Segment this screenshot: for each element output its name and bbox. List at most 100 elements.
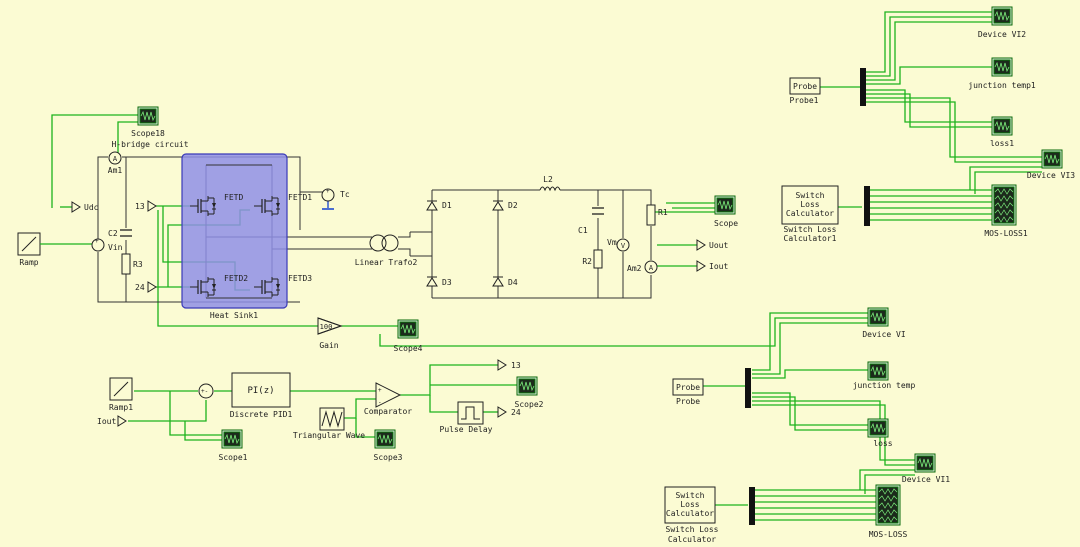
mosfet-fetd1[interactable]: FETD1: [253, 193, 312, 217]
scope-loss1[interactable]: loss1: [990, 116, 1014, 148]
scope-output[interactable]: Scope: [714, 195, 738, 228]
signal-wires: [51, 11, 1042, 521]
voltage-source-vin[interactable]: + Vin: [91, 238, 123, 252]
gain-block[interactable]: 100 Gain: [317, 317, 343, 350]
scope18-label: Scope18: [131, 129, 165, 138]
c1-label: C1: [578, 226, 588, 235]
scope-mos-loss[interactable]: MOS-LOSS: [869, 484, 908, 539]
linear-transformer[interactable]: Linear Trafo2: [355, 234, 418, 267]
probe1-block[interactable]: Probe Probe1: [789, 77, 821, 105]
iout-port[interactable]: Iout: [696, 260, 728, 272]
iout-input-port[interactable]: Iout: [97, 415, 127, 427]
scope1[interactable]: Scope1: [219, 429, 248, 462]
vin-label: Vin: [108, 243, 123, 252]
scope2-label: Scope2: [515, 400, 544, 409]
mosfet-fetd2[interactable]: FETD2: [189, 274, 248, 298]
comparator[interactable]: + - Comparator: [364, 382, 412, 416]
scope-junction-temp[interactable]: junction temp: [853, 361, 916, 390]
slc1-name1: Switch Loss: [784, 225, 837, 234]
scope-junction-temp1[interactable]: junction temp1: [968, 57, 1036, 90]
mosfet-fetd[interactable]: FETD: [189, 193, 243, 217]
diode-d4[interactable]: D4: [492, 276, 518, 287]
udc-label: Udc: [84, 203, 99, 212]
scope-device-vi1[interactable]: Device VI1: [902, 453, 950, 484]
scope-loss[interactable]: loss: [867, 418, 893, 448]
bus-demux-2: [864, 186, 870, 226]
resistor-r3[interactable]: R3: [121, 253, 143, 275]
capacitor-c1[interactable]: C1: [578, 207, 604, 235]
svg-text:+: +: [95, 238, 99, 245]
out-port-13[interactable]: 13: [497, 359, 521, 371]
iout-label: Iout: [709, 262, 728, 271]
out-port-24[interactable]: 24: [497, 406, 521, 418]
resistor-r1[interactable]: R1: [646, 204, 668, 226]
gain-value: 100: [320, 323, 333, 331]
probe-block[interactable]: Probe Probe: [672, 378, 704, 406]
svg-text:+: +: [378, 387, 382, 394]
trafo-label: Linear Trafo2: [355, 258, 418, 267]
scope3[interactable]: Scope3: [374, 429, 403, 462]
udc-port[interactable]: Udc: [71, 201, 99, 213]
diode-d3[interactable]: D3: [426, 276, 452, 287]
ramp1-label: Ramp1: [109, 403, 133, 412]
voltmeter-vm[interactable]: V Vm: [607, 238, 630, 252]
resistor-r2[interactable]: R2: [582, 249, 603, 269]
ammeter-am1[interactable]: A Am1: [108, 151, 123, 175]
r3-label: R3: [133, 260, 143, 269]
slc1-line2: Loss: [800, 200, 819, 209]
gain-label: Gain: [319, 341, 338, 350]
ammeter-am2[interactable]: A Am2: [627, 260, 658, 274]
slc-name1: Switch Loss: [666, 525, 719, 534]
port-13-label: 13: [135, 202, 145, 211]
slc-line2: Loss: [680, 500, 699, 509]
port-24[interactable]: 24: [135, 281, 157, 293]
thermal-source-tc[interactable]: + Tc: [321, 188, 350, 202]
switch-loss-calculator1[interactable]: Switch Loss Calculator Switch Loss Calcu…: [781, 185, 839, 243]
capacitor-c2[interactable]: C2: [108, 229, 132, 238]
scope2[interactable]: Scope2: [515, 376, 544, 409]
slc1-line1: Switch: [796, 191, 825, 200]
ramp-block[interactable]: Ramp: [17, 232, 41, 267]
uout-port[interactable]: Uout: [696, 239, 728, 251]
inductor-l2[interactable]: L2: [539, 175, 561, 192]
triangular-wave[interactable]: Triangular Wave: [293, 407, 365, 440]
sum-junction[interactable]: +-: [198, 383, 214, 399]
am2-label: Am2: [627, 264, 642, 273]
fetd3-label: FETD3: [288, 274, 312, 283]
scope4-label: Scope4: [394, 344, 423, 353]
devvi3-label: Device VI3: [1027, 171, 1075, 180]
jtemp1-label: junction temp1: [968, 81, 1036, 90]
c2-label: C2: [108, 229, 118, 238]
scope-device-vi[interactable]: Device VI: [862, 307, 906, 339]
fetd2-label: FETD2: [224, 274, 248, 283]
ramp1-block[interactable]: Ramp1: [109, 377, 133, 412]
pulse-delay[interactable]: Pulse Delay: [440, 401, 493, 434]
d2-label: D2: [508, 201, 518, 210]
mosloss1-label: MOS-LOSS1: [984, 229, 1028, 238]
scope4[interactable]: Scope4: [394, 319, 423, 353]
ramp-label: Ramp: [19, 258, 38, 267]
pid-block[interactable]: PI(z) Discrete PID1: [230, 372, 293, 419]
jtemp-label: junction temp: [853, 381, 916, 390]
switch-loss-calculator[interactable]: Switch Loss Calculator Switch Loss Calcu…: [664, 486, 719, 544]
probe-label: Probe: [676, 397, 700, 406]
power-wires: [97, 156, 652, 303]
mosfet-fetd3[interactable]: FETD3: [253, 274, 312, 298]
r1-label: R1: [658, 208, 668, 217]
slc1-name2: Calculator1: [784, 234, 837, 243]
heat-sink[interactable]: Heat Sink1: [181, 153, 288, 320]
scope-device-vi2[interactable]: Device VI2: [978, 6, 1026, 39]
probe1-box-label: Probe: [793, 82, 817, 91]
port-13[interactable]: 13: [135, 200, 157, 212]
vm-label: Vm: [607, 238, 617, 247]
iout-input-label: Iout: [97, 417, 116, 426]
fetd1-label: FETD1: [288, 193, 312, 202]
scope18[interactable]: Scope18: [131, 106, 165, 138]
scope-device-vi3[interactable]: Device VI3: [1027, 149, 1075, 180]
diode-d2[interactable]: D2: [492, 200, 518, 211]
comparator-label: Comparator: [364, 407, 412, 416]
diode-d1[interactable]: D1: [426, 200, 452, 211]
scope-mos-loss1[interactable]: MOS-LOSS1: [984, 184, 1028, 238]
bus-demux-1: [860, 68, 866, 106]
